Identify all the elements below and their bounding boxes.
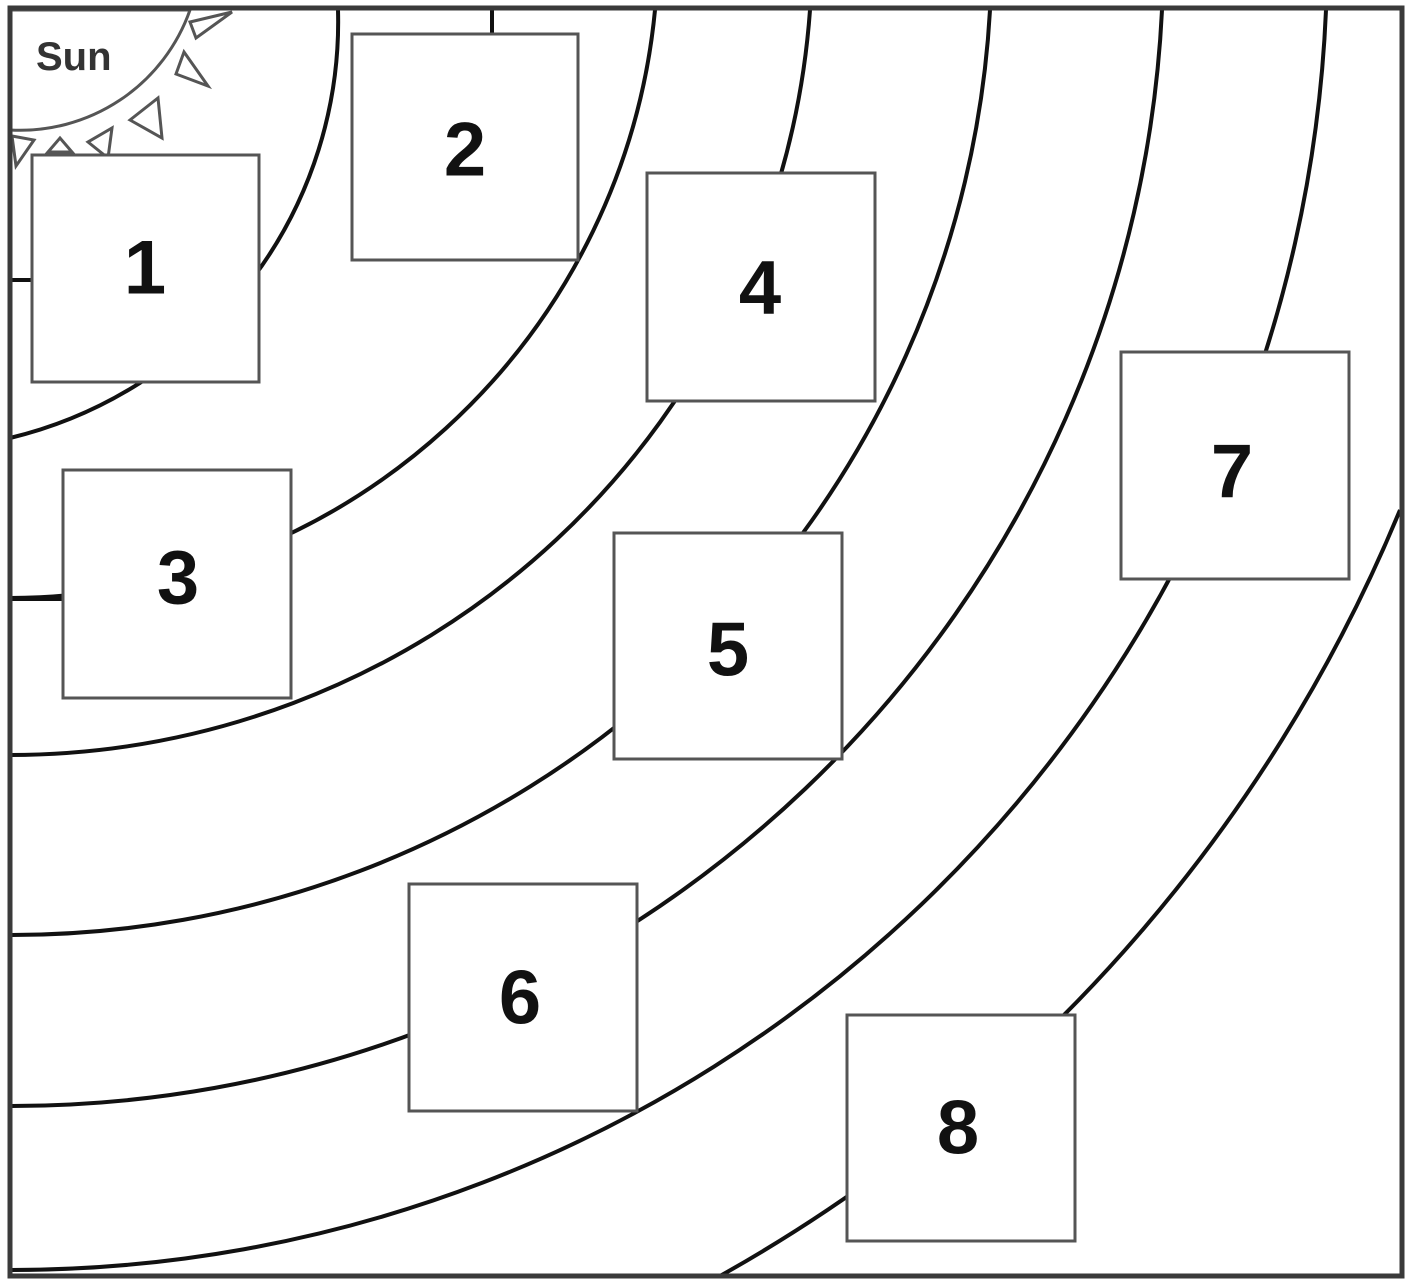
planet-box-2: 2 [352,34,578,260]
planet-boxes: 1 2 3 4 5 6 7 8 [32,34,1349,1241]
planet-box-number: 3 [157,536,199,621]
planet-box-5: 5 [614,533,842,759]
planet-box-number: 2 [444,108,486,193]
planet-box-4: 4 [647,173,875,401]
sun-label: Sun [36,35,112,79]
sun-ray [176,52,208,86]
sun-ray [190,12,232,38]
planet-box-number: 4 [739,246,781,331]
planet-box-number: 6 [499,956,541,1041]
planet-box-6: 6 [409,884,637,1111]
sun-ray [48,138,72,152]
planet-box-number: 1 [124,226,166,311]
planet-box-7: 7 [1121,352,1349,579]
planet-box-3: 3 [63,470,291,698]
planet-box-number: 7 [1211,430,1253,515]
planet-box-number: 5 [707,608,749,693]
planet-box-number: 8 [937,1086,979,1171]
sun: Sun [10,10,232,166]
planet-box-8: 8 [847,1015,1075,1241]
planet-box-1: 1 [32,155,259,382]
sun-ray [130,98,162,138]
